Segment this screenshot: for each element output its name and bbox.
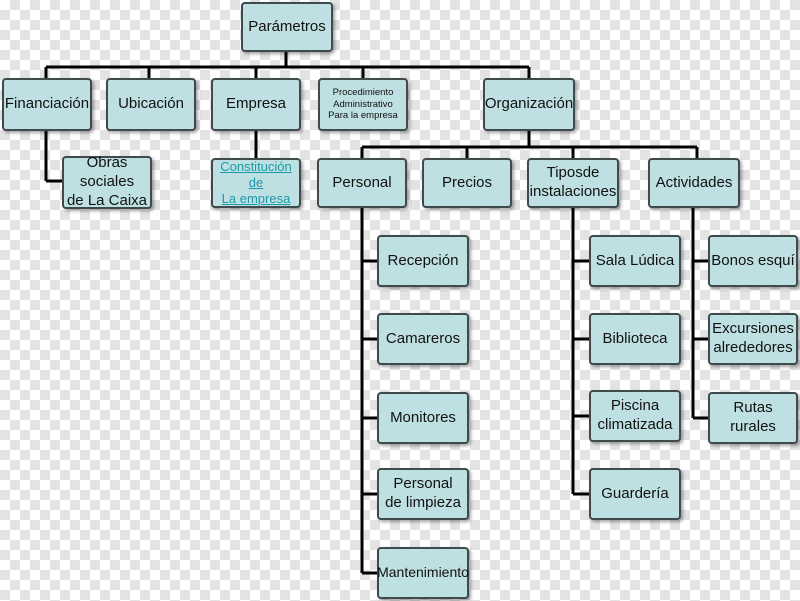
node-excursiones: Excursiones alrededores: [708, 313, 798, 365]
node-actividades: Actividades: [648, 158, 740, 208]
constitucion-link[interactable]: Constitución de La empresa: [220, 158, 292, 207]
node-precios: Precios: [422, 158, 512, 208]
node-monitores: Monitores: [377, 392, 469, 444]
node-biblioteca: Biblioteca: [589, 313, 681, 365]
node-organizacion: Organización: [483, 78, 575, 131]
node-mantenimiento: Mantenimiento: [377, 547, 469, 599]
node-sala-ludica: Sala Lúdica: [589, 235, 681, 287]
node-rutas-rurales: Rutas rurales: [708, 392, 798, 444]
node-tipos-instalaciones: Tiposde instalaciones: [527, 158, 619, 208]
node-piscina: Piscina climatizada: [589, 390, 681, 442]
node-parametros: Parámetros: [241, 2, 333, 52]
node-bonos-esqui: Bonos esquí: [708, 235, 798, 287]
node-constitucion[interactable]: Constitución de La empresa: [211, 158, 301, 208]
node-empresa: Empresa: [211, 78, 301, 131]
node-financiacion: Financiación: [2, 78, 92, 131]
node-recepcion: Recepción: [377, 235, 469, 287]
node-camareros: Camareros: [377, 313, 469, 365]
node-personal: Personal: [317, 158, 407, 208]
node-ubicacion: Ubicación: [106, 78, 196, 131]
node-procedimiento: Procedimiento Administrativo Para la emp…: [318, 78, 408, 131]
node-obras-sociales: Obras sociales de La Caixa: [62, 154, 152, 209]
node-personal-limpieza: Personal de limpieza: [377, 468, 469, 520]
node-guarderia: Guardería: [589, 468, 681, 520]
